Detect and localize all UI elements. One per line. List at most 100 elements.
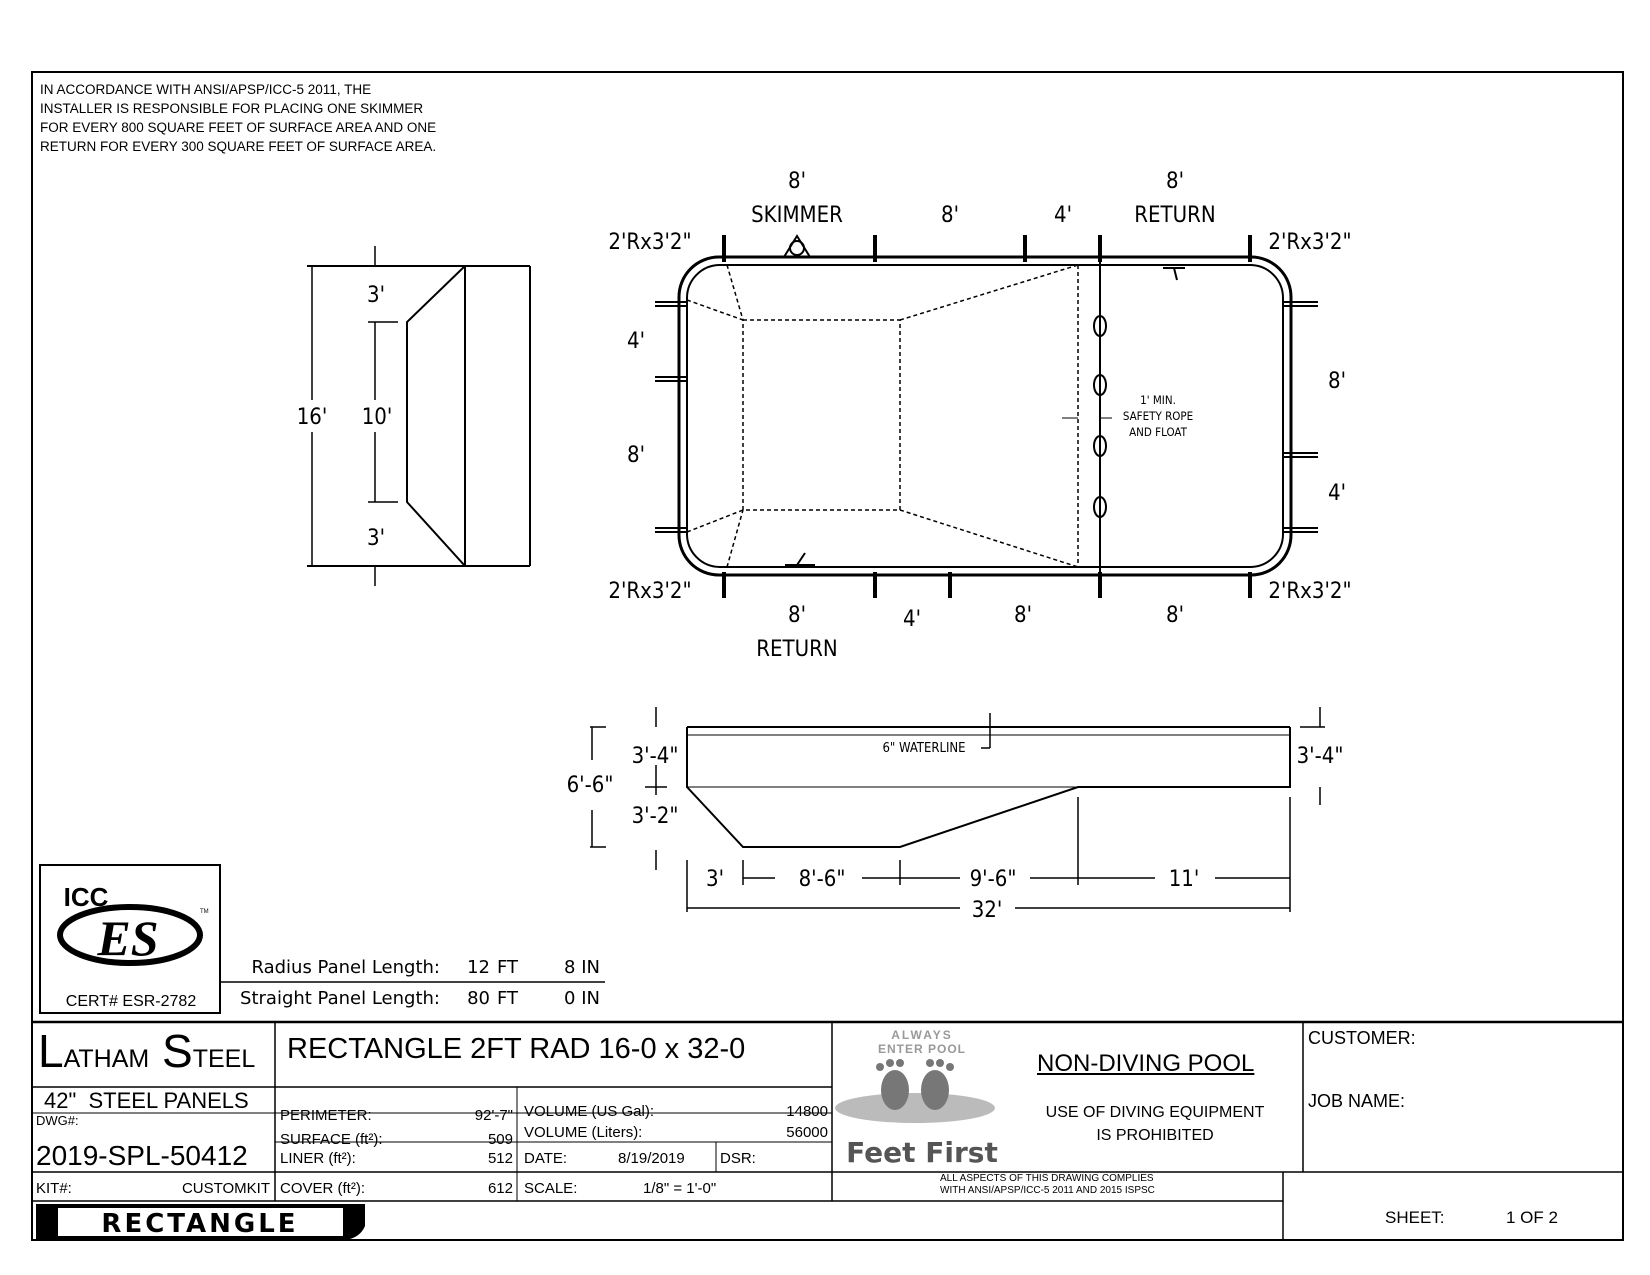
- latham-steel-logo: LATHAM STEEL: [38, 1026, 255, 1084]
- skimmer-label: SKIMMER: [751, 203, 843, 228]
- top-dim-4: 8': [1166, 169, 1184, 194]
- floor-contour: [686, 264, 1079, 568]
- radius-panel-label: Radius Panel Length:: [251, 957, 440, 978]
- diving-warning-1: USE OF DIVING EQUIPMENT: [1045, 1104, 1265, 1121]
- feet-first-tagline-2: ENTER POOL: [878, 1042, 966, 1056]
- brand-teel: TEEL: [192, 1045, 256, 1073]
- volume-liters-label: VOLUME (Liters):: [524, 1124, 643, 1141]
- bottom-posts: [722, 572, 1252, 598]
- dsr-label: DSR:: [720, 1150, 756, 1167]
- bottom-dim-1: 8': [788, 603, 806, 628]
- rope-note-3: AND FLOAT: [1129, 425, 1187, 439]
- radius-panel-in: 8 IN: [564, 957, 600, 978]
- shallow-depth-label: 3'-4": [632, 744, 679, 769]
- cert-number: CERT# ESR-2782: [66, 993, 197, 1010]
- return-fitting-icon: [785, 552, 815, 566]
- float-icon: [1093, 496, 1107, 518]
- tm-mark: TM: [200, 909, 209, 915]
- straight-panel-ft-unit: FT: [497, 988, 519, 1009]
- brand-l: L: [38, 1025, 64, 1077]
- top-posts: [722, 235, 1252, 262]
- date-label: DATE:: [524, 1150, 568, 1167]
- pool-outline: [677, 255, 1293, 577]
- profile-view: [590, 707, 1325, 912]
- surface-value: 509: [487, 1131, 513, 1148]
- sheet-border: [31, 71, 1624, 1241]
- right-depth-label: 3'-4": [1297, 744, 1344, 769]
- customer-label: CUSTOMER:: [1308, 1028, 1416, 1048]
- skimmer-icon: [783, 234, 811, 258]
- return-fitting-icon: [1163, 267, 1185, 281]
- width-total-label: 16': [297, 405, 328, 430]
- top-dim-3: 4': [1054, 203, 1072, 228]
- width-middle-label: 10': [362, 405, 393, 430]
- diving-warning-2: IS PROHIBITED: [1096, 1127, 1214, 1144]
- feet-first-tagline-1: ALWAYS: [891, 1028, 953, 1042]
- bottom-dim-4: 8': [1166, 603, 1184, 628]
- brand-s: S: [162, 1025, 193, 1077]
- corner-label-tr: 2'Rx3'2": [1268, 230, 1351, 255]
- width-bottom-label: 3': [367, 526, 385, 551]
- left-dim-1: 4': [627, 329, 645, 354]
- radius-panel-ft-unit: FT: [497, 957, 519, 978]
- title-block-grid: [32, 1020, 1623, 1240]
- plan-view: [655, 234, 1318, 598]
- rope-note-2: SAFETY ROPE: [1123, 409, 1193, 423]
- width-view: [307, 246, 531, 586]
- liner-label: LINER (ft²):: [280, 1150, 356, 1167]
- volume-gal-label: VOLUME (US Gal):: [524, 1103, 655, 1120]
- width-view-outline: [307, 265, 468, 567]
- rectangle-badge-text: RECTANGLE: [101, 1209, 298, 1239]
- volume-gal-value: 14800: [786, 1103, 828, 1120]
- straight-panel-label: Straight Panel Length:: [240, 988, 440, 1009]
- date-value: 8/19/2019: [618, 1150, 685, 1167]
- kit-value: CUSTOMKIT: [181, 1180, 270, 1197]
- top-dim-2: 8': [941, 203, 959, 228]
- sheet-number: 1 OF 2: [1506, 1208, 1558, 1227]
- drawing-title: RECTANGLE 2FT RAD 16-0 x 32-0: [287, 1033, 746, 1065]
- es-logo-text: ES: [96, 910, 158, 966]
- cover-label: COVER (ft²):: [280, 1180, 365, 1197]
- corner-label-br: 2'Rx3'2": [1268, 579, 1351, 604]
- non-diving-title: NON-DIVING POOL: [1037, 1050, 1255, 1077]
- dwg-number: 2019-SPL-50412: [36, 1140, 248, 1171]
- top-dim-1: 8': [788, 169, 806, 194]
- seg-2-label: 8'-6": [799, 867, 846, 892]
- perimeter-label: PERIMETER:: [280, 1107, 372, 1124]
- bottom-dim-2: 4': [903, 607, 921, 632]
- compliance-1: ALL ASPECTS OF THIS DRAWING COMPLIES: [940, 1173, 1154, 1184]
- installer-note: IN ACCORDANCE WITH ANSI/APSP/ICC-5 2011,…: [40, 82, 437, 154]
- es-logo-ring: [57, 904, 203, 966]
- perimeter-value: 92'-7": [474, 1107, 513, 1124]
- compliance-2: WITH ANSI/APSP/ICC-5 2011 AND 2015 ISPSC: [940, 1185, 1155, 1196]
- waterline-label: 6" WATERLINE: [882, 741, 965, 756]
- total-length-label: 32': [972, 898, 1003, 923]
- bottom-return-label: RETURN: [756, 637, 837, 662]
- bottom-dim-3: 8': [1014, 603, 1032, 628]
- feet-first-brand: Feet First: [846, 1136, 998, 1169]
- brand-atham: ATHAM: [63, 1045, 150, 1073]
- float-icon: [1093, 315, 1107, 337]
- corner-label-tl: 2'Rx3'2": [608, 230, 691, 255]
- cover-value: 612: [487, 1180, 513, 1197]
- dwg-label: DWG#:: [36, 1113, 79, 1128]
- total-depth-label: 6'-6": [567, 773, 614, 798]
- straight-panel-in: 0 IN: [564, 988, 600, 1009]
- seg-3-label: 9'-6": [970, 867, 1017, 892]
- right-dim-1: 8': [1328, 369, 1346, 394]
- straight-panel-ft: 80: [467, 988, 490, 1009]
- job-name-label: JOB NAME:: [1308, 1091, 1406, 1111]
- surface-label: SURFACE (ft²):: [280, 1131, 383, 1148]
- liner-value: 512: [487, 1150, 513, 1167]
- float-icon: [1093, 374, 1107, 396]
- feet-first-logo: [835, 1059, 995, 1123]
- width-top-label: 3': [367, 283, 385, 308]
- deep-extra-label: 3'-2": [632, 804, 679, 829]
- steel-panels-label: 42" STEEL PANELS: [44, 1088, 249, 1113]
- left-dim-2: 8': [627, 443, 645, 468]
- rope-note-1: 1' MIN.: [1140, 393, 1176, 407]
- float-icon: [1093, 435, 1107, 457]
- radius-panel-ft: 12: [467, 957, 490, 978]
- kit-label: KIT#:: [36, 1180, 72, 1197]
- top-return-label: RETURN: [1134, 203, 1215, 228]
